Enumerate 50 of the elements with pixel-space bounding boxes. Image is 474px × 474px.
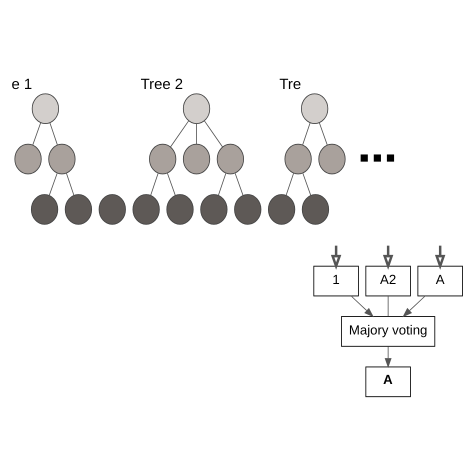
connector xyxy=(50,122,58,146)
connector xyxy=(234,172,244,196)
node-box: A2 xyxy=(365,266,411,296)
node-circle xyxy=(302,194,330,225)
node-circle xyxy=(32,93,60,124)
node-circle xyxy=(98,194,126,225)
node-box: Majory voting xyxy=(341,316,436,347)
node-circle xyxy=(268,194,296,225)
node-circle xyxy=(182,144,210,174)
node-box: A xyxy=(365,366,411,398)
node-circle xyxy=(132,194,160,225)
node-circle xyxy=(30,194,58,225)
node-circle xyxy=(182,93,210,124)
node-box: 1 xyxy=(313,266,359,296)
node-circle xyxy=(149,144,176,174)
connector xyxy=(204,120,223,148)
node-label: e 1 xyxy=(12,77,32,94)
node-label: Tree 2 xyxy=(140,77,184,94)
node-circle xyxy=(284,144,312,174)
connector xyxy=(388,296,389,317)
connector xyxy=(302,172,312,196)
node-circle xyxy=(14,144,42,174)
connector xyxy=(286,172,294,196)
connector xyxy=(302,122,311,146)
node-circle xyxy=(234,194,262,225)
arrow xyxy=(330,246,342,270)
label: ■ ■ ■ xyxy=(360,150,395,167)
connector xyxy=(170,120,190,148)
connector xyxy=(167,172,176,196)
node-circle xyxy=(166,194,194,225)
arrow xyxy=(384,346,392,368)
connector xyxy=(32,122,42,146)
connector xyxy=(196,123,197,144)
node-circle xyxy=(301,93,328,124)
arrow xyxy=(350,296,374,318)
connector xyxy=(218,172,226,196)
connector xyxy=(318,122,328,146)
node-circle xyxy=(318,144,346,174)
node-circle xyxy=(48,144,76,174)
node-circle xyxy=(64,194,92,225)
connector xyxy=(48,172,58,196)
node-circle xyxy=(200,194,228,225)
arrow xyxy=(434,246,446,270)
connector xyxy=(66,172,74,196)
arrow xyxy=(402,296,426,318)
arrow xyxy=(382,246,394,270)
node-label: Tre xyxy=(279,77,302,94)
node-circle xyxy=(216,144,244,174)
connector xyxy=(150,172,159,196)
node-box: A xyxy=(417,266,463,296)
